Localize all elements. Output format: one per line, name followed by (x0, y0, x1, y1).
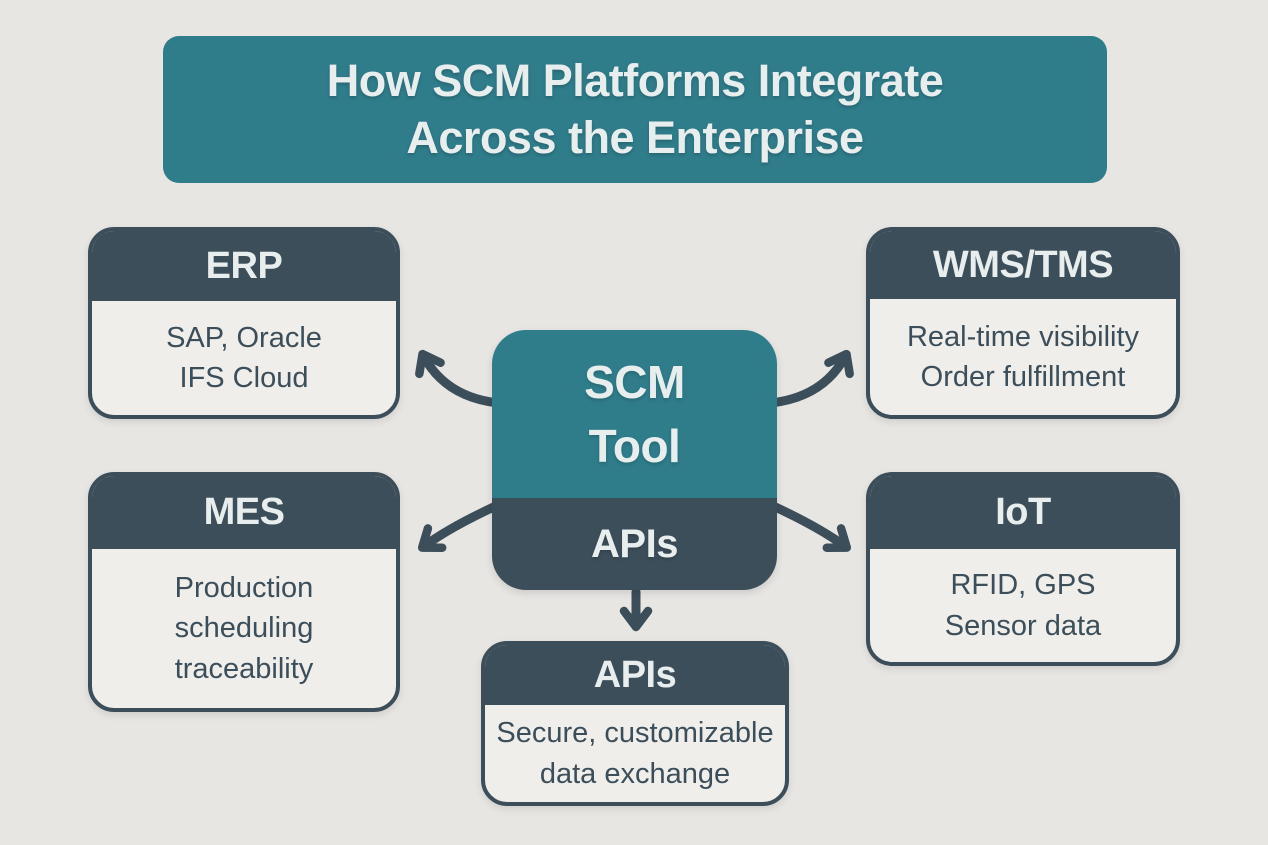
arrow-scm-to-erp (415, 349, 503, 408)
node-mes: MES Production scheduling traceability (88, 472, 400, 712)
node-mes-title: MES (92, 476, 396, 549)
arrow-scm-to-wms-tms (766, 349, 854, 408)
title-banner: How SCM Platforms Integrate Across the E… (163, 36, 1107, 183)
node-erp: ERP SAP, Oracle IFS Cloud (88, 227, 400, 419)
node-scm-tool: SCM Tool APIs (492, 330, 777, 590)
node-iot-title: IoT (870, 476, 1176, 549)
node-erp-title: ERP (92, 231, 396, 301)
node-mes-body: Production scheduling traceability (174, 572, 314, 685)
page-title-line-1: How SCM Platforms Integrate (326, 54, 944, 106)
node-apis-body: Secure, customizable data exchange (496, 717, 774, 790)
node-apis: APIs Secure, customizable data exchange (481, 641, 789, 806)
node-iot: IoT RFID, GPS Sensor data (866, 472, 1180, 666)
node-apis-title: APIs (485, 645, 785, 705)
node-erp-body: SAP, Oracle IFS Cloud (166, 321, 322, 394)
node-wms-tms-body: Real-time visibility Order fulfillment (906, 320, 1140, 393)
node-wms-tms: WMS/TMS Real-time visibility Order fulfi… (866, 227, 1180, 419)
node-wms-tms-title: WMS/TMS (870, 231, 1176, 299)
node-iot-body: RFID, GPS Sensor data (944, 569, 1102, 642)
scm-tool-apis-label: APIs (492, 498, 777, 590)
page-title-line-2: Across the Enterprise (406, 111, 864, 163)
arrow-scm-to-mes (417, 500, 503, 552)
scm-tool-label: SCM Tool (492, 330, 777, 498)
arrow-scm-to-iot (766, 500, 852, 552)
